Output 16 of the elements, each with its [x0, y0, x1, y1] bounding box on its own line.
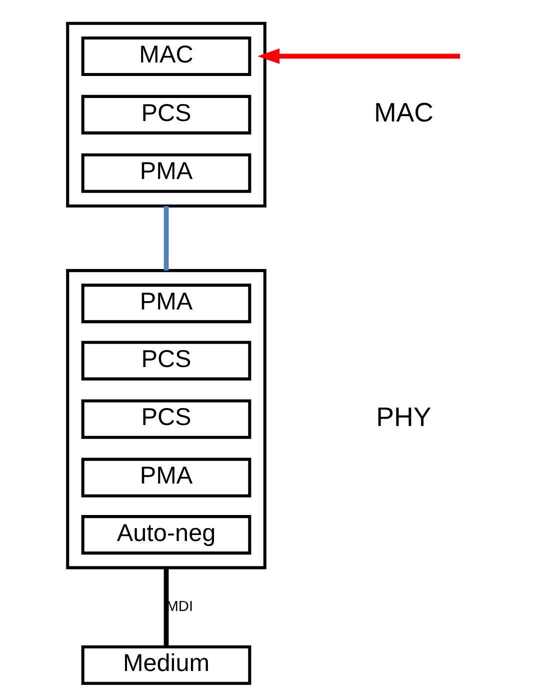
label: MAC — [374, 98, 434, 128]
node-box: PCS — [81, 399, 252, 439]
node-box: PMA — [81, 153, 252, 193]
connector — [164, 568, 169, 647]
node-box: PCS — [81, 94, 252, 134]
node-box: Auto-neg — [81, 515, 252, 555]
node-box: PMA — [81, 458, 252, 498]
node-box: PCS — [81, 340, 252, 380]
cluster — [66, 269, 266, 570]
arrow — [258, 48, 460, 64]
node-box: PMA — [81, 284, 252, 324]
node-box: MAC — [81, 36, 252, 76]
cluster — [66, 22, 266, 208]
label: PHY — [376, 402, 432, 432]
connector — [164, 206, 169, 271]
node-box: Medium — [81, 645, 252, 685]
